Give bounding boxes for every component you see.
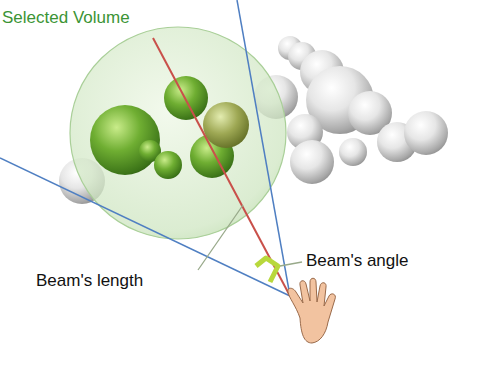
leader-line — [198, 205, 243, 270]
selected-spheres — [90, 76, 249, 179]
hand-icon — [288, 278, 336, 343]
callout-label: Beam's length — [36, 271, 143, 291]
callout-label: Beam's angle — [306, 251, 408, 271]
leader-line — [280, 262, 302, 266]
volume-label: Selected Volume — [2, 8, 130, 28]
beam-edge — [0, 158, 290, 296]
beam-edge — [237, 0, 290, 296]
beam-center — [153, 38, 290, 296]
angle-marker — [256, 258, 278, 282]
